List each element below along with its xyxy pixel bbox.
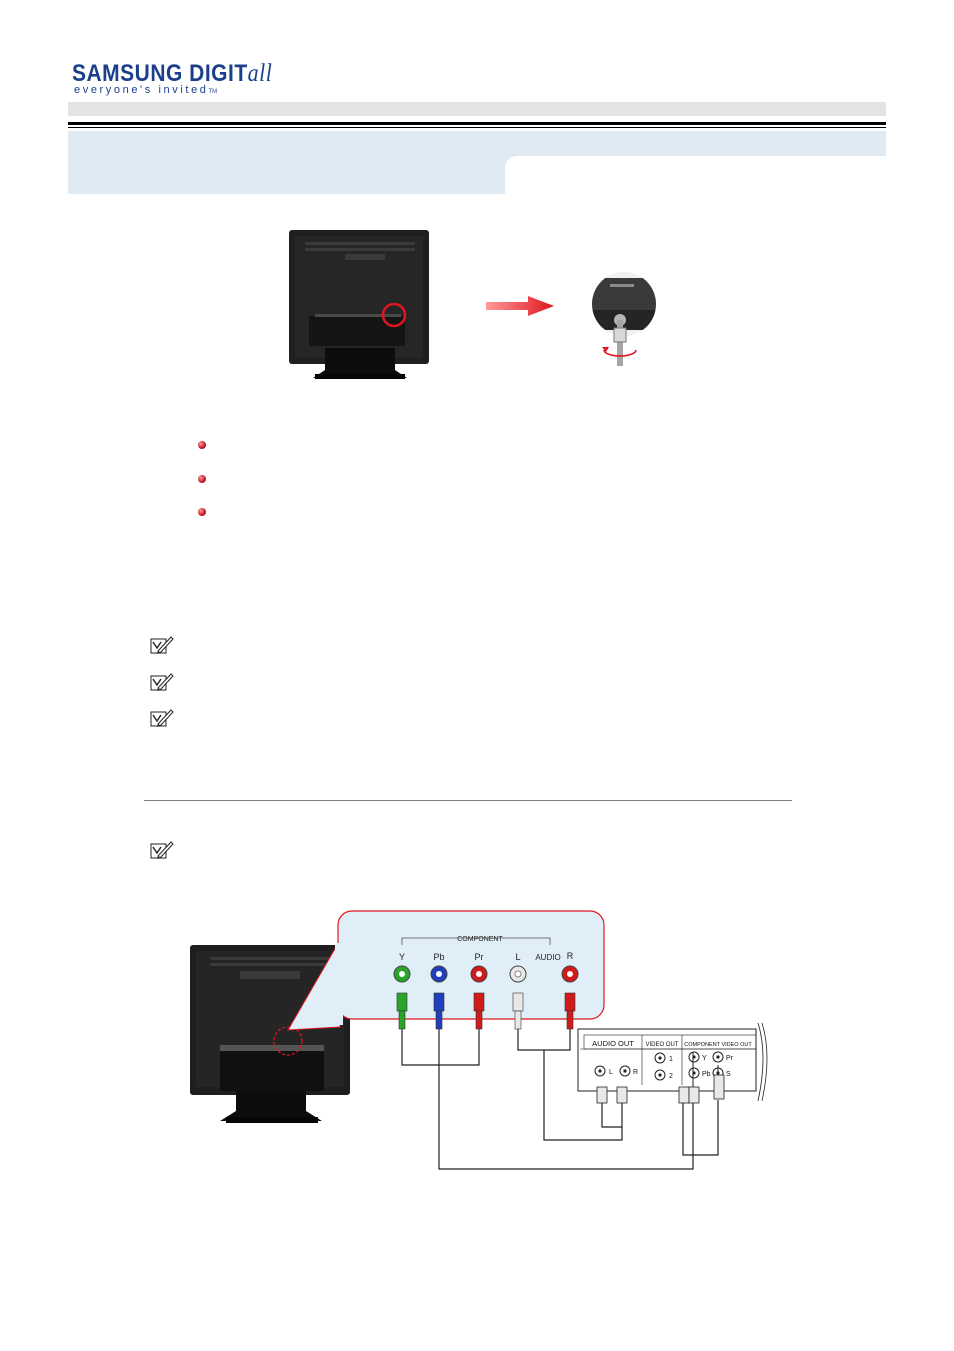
callout-box	[337, 910, 605, 1020]
antenna-cable	[617, 320, 623, 366]
dvd-plugs	[596, 1074, 725, 1104]
jack-r	[561, 965, 579, 983]
component-group-label: COMPONENT	[457, 936, 503, 943]
header-rule	[68, 122, 886, 125]
dvd-comp-s: S	[726, 1071, 731, 1078]
arrow-right-icon	[486, 296, 554, 316]
component-connection-diagram: COMPONENT Y Pb Pr L AUDIO R AUDIO OUT VI…	[190, 910, 768, 1170]
rotate-arrow-icon	[603, 349, 637, 357]
dvd-out-r: R	[633, 1069, 638, 1076]
dvd-player-panel: AUDIO OUT VIDEO OUT COMPONENT VIDEO OUT …	[577, 1022, 768, 1102]
dvd-comp-pb: Pb	[702, 1071, 711, 1078]
jack-label-l: L	[515, 952, 520, 962]
cables	[401, 1029, 719, 1170]
plug-l	[512, 992, 524, 1030]
dvd-audio-out-label: AUDIO OUT	[592, 1039, 634, 1048]
dvd-comp-pr: Pr	[726, 1055, 734, 1062]
note-pencil-icon	[150, 841, 174, 859]
jack-pb	[430, 965, 448, 983]
dvd-video-2: 2	[669, 1073, 673, 1080]
monitor-back-photo	[289, 230, 429, 379]
jack-label-pr: Pr	[475, 952, 484, 962]
header-rule-thin	[68, 127, 886, 128]
bullet-dot-icon	[198, 441, 206, 449]
dvd-component-out-label: COMPONENT VIDEO OUT	[684, 1042, 752, 1048]
brand-logo: SAMSUNG DIGITall	[72, 58, 272, 88]
bullet-dot-icon	[198, 508, 206, 516]
highlight-circle	[381, 302, 407, 328]
logo-wordmark-all: all	[247, 58, 273, 87]
jack-label-y: Y	[399, 952, 405, 962]
monitor-stand	[313, 348, 407, 378]
logo-wordmark: SAMSUNG DIGIT	[72, 60, 248, 87]
jack-label-audio: AUDIO	[535, 953, 560, 962]
logo-tagline: everyone's invitedTM	[74, 84, 217, 96]
dvd-comp-y: Y	[702, 1055, 707, 1062]
logo-trademark: TM	[208, 89, 218, 95]
dvd-out-l: L	[609, 1069, 613, 1076]
plug-y	[396, 992, 408, 1030]
jack-label-r: R	[567, 951, 574, 961]
note-pencil-icon	[150, 673, 174, 691]
bullet-dot-icon	[198, 475, 206, 483]
dvd-video-out-label: VIDEO OUT	[645, 1042, 678, 1048]
plug-pb	[433, 992, 445, 1030]
section-divider	[144, 800, 792, 801]
section-banner-tab	[505, 156, 886, 194]
plug-pr	[473, 992, 485, 1030]
jack-l	[509, 965, 527, 983]
plug-r	[564, 992, 576, 1030]
note-pencil-icon	[150, 636, 174, 654]
connector-zoom-photo	[592, 272, 656, 366]
jack-pr	[470, 965, 488, 983]
header-grey-bar	[68, 102, 886, 116]
jack-label-pb: Pb	[433, 952, 444, 962]
dvd-video-1: 1	[669, 1056, 673, 1063]
logo-tagline-text: everyone's invited	[74, 84, 209, 96]
jack-y	[393, 965, 411, 983]
note-pencil-icon	[150, 709, 174, 727]
